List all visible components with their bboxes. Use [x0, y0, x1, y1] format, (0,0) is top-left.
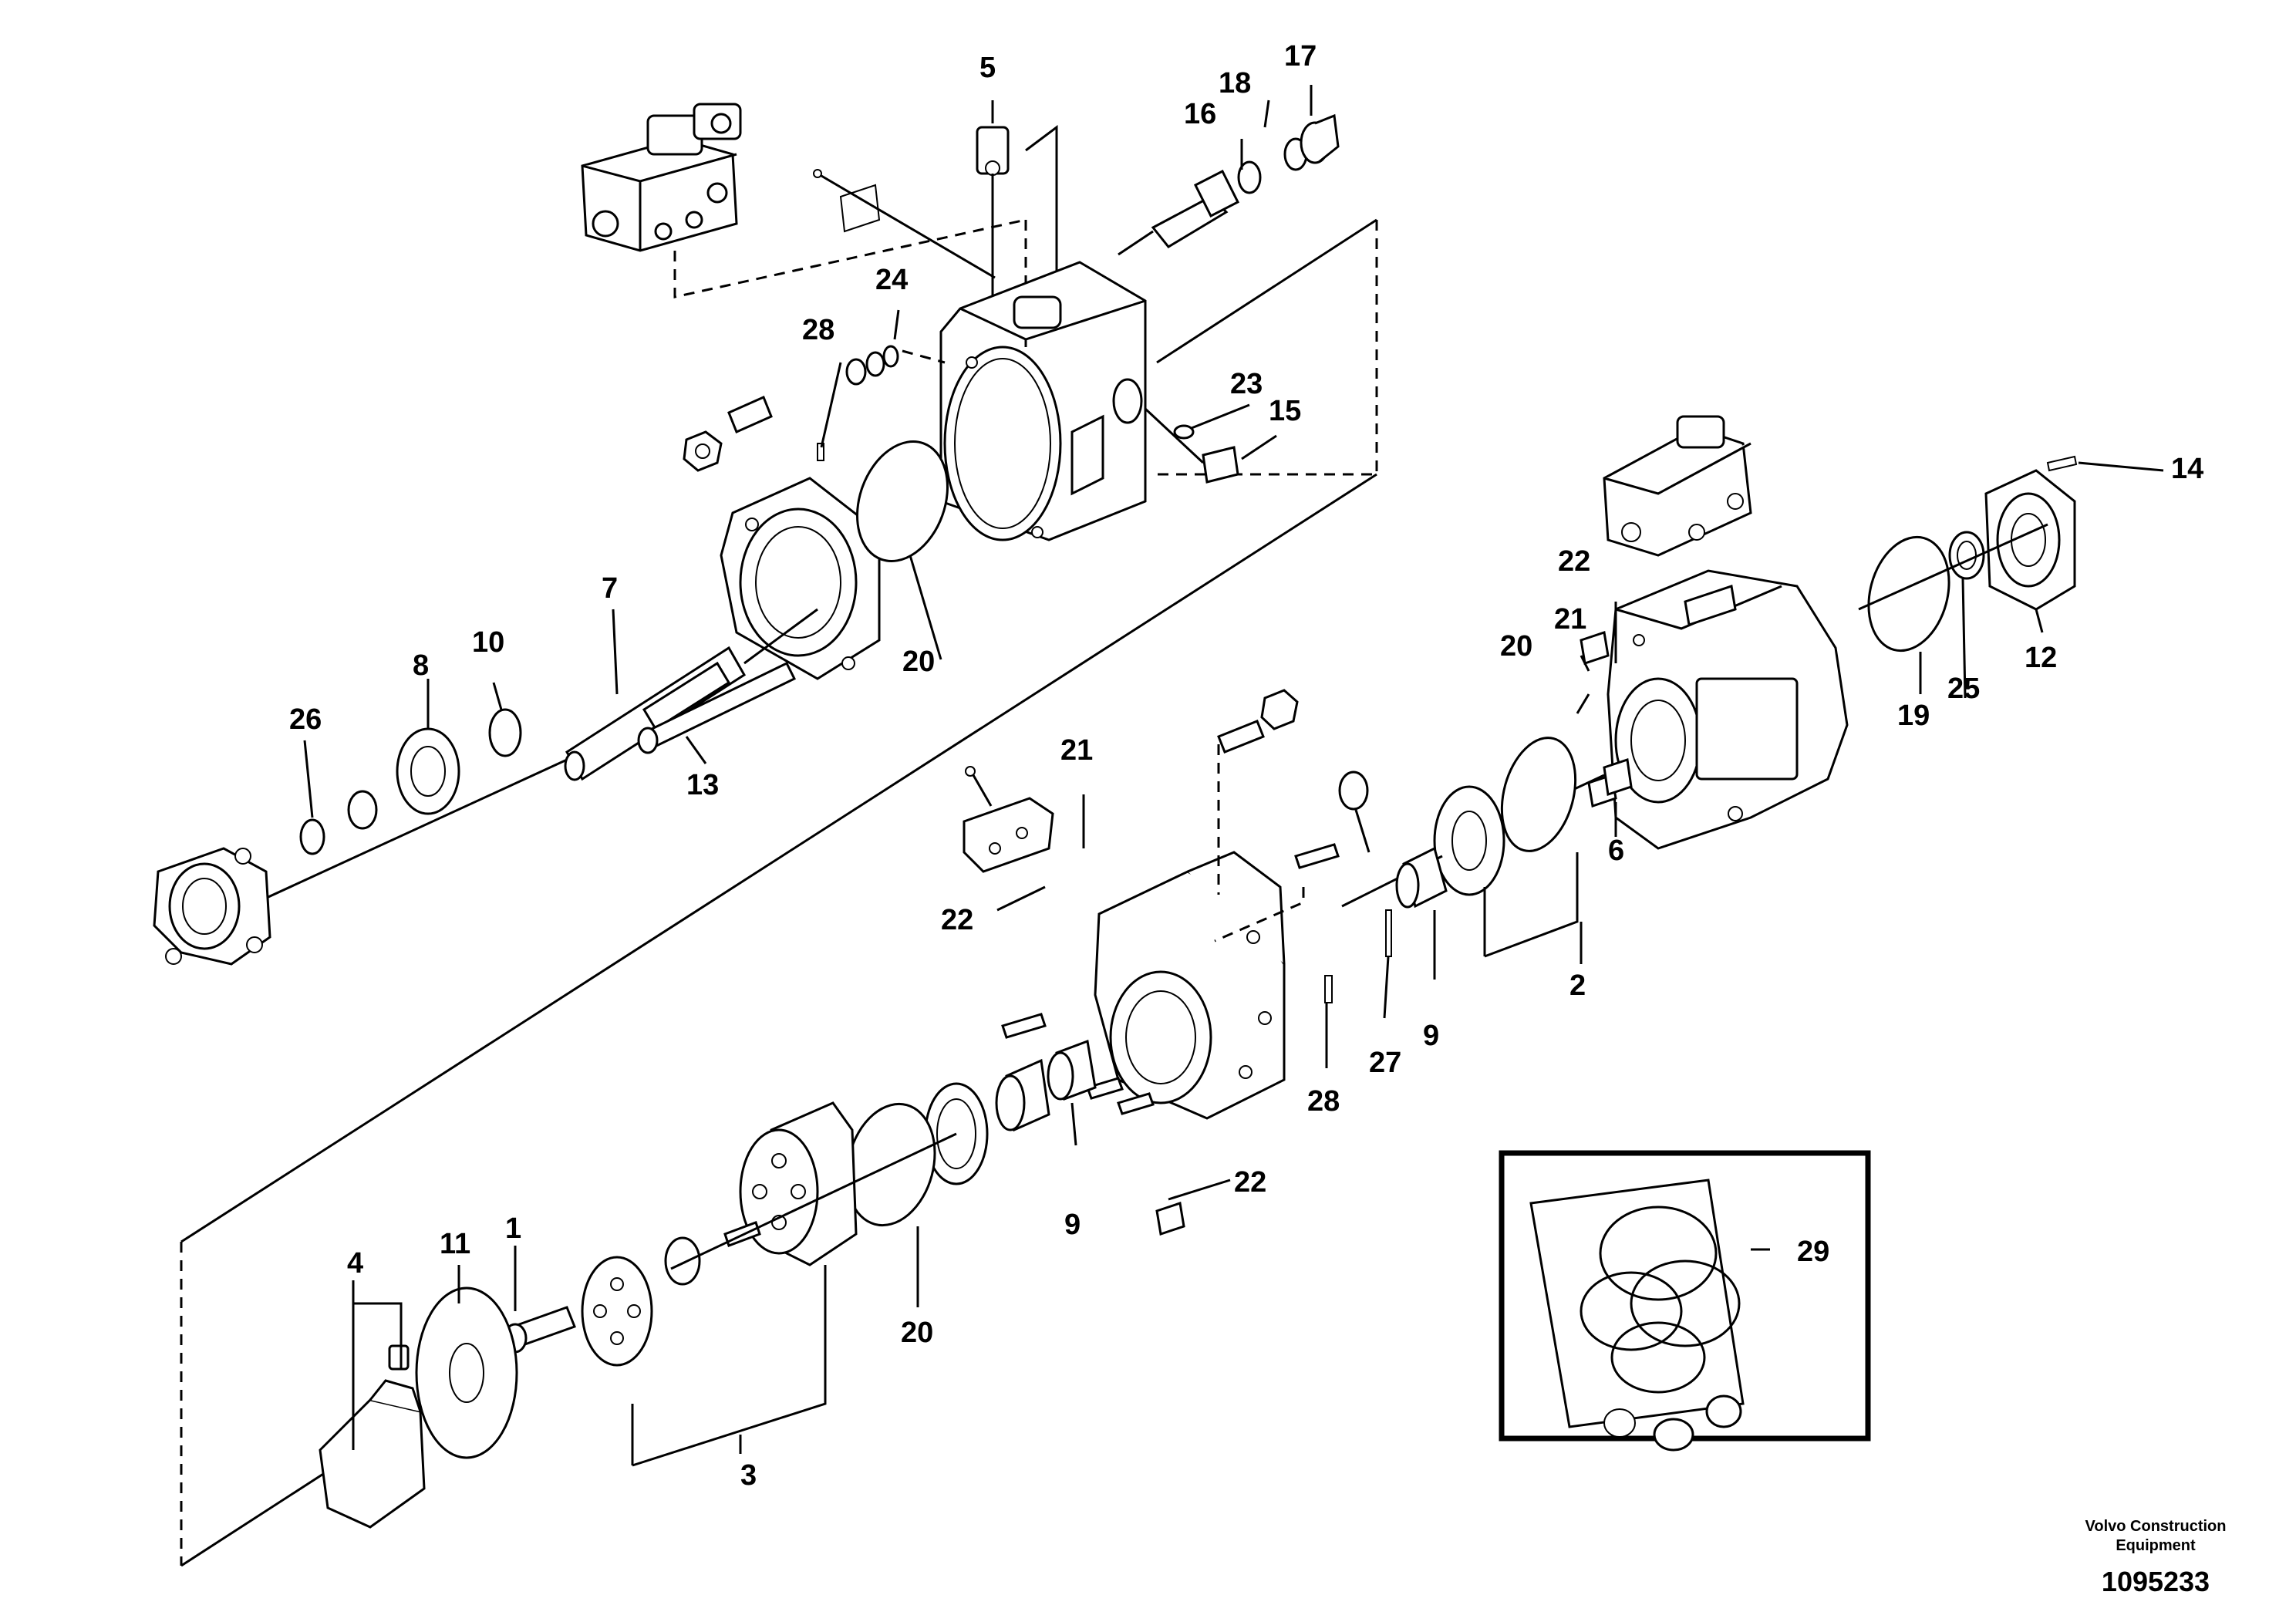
part-11-swash-plate [415, 1286, 518, 1459]
callout-14: 14 [2171, 453, 2203, 485]
part-20-gasket-right [1500, 737, 1577, 852]
callout-7: 7 [602, 572, 618, 605]
part-23-oring [1173, 424, 1195, 440]
callout-17: 17 [1284, 40, 1317, 73]
leader-lines [303, 85, 2164, 1467]
part-14-bolt [1858, 455, 2078, 611]
callout-22b: 22 [941, 904, 973, 936]
part-18-oring [1237, 137, 1308, 194]
regulator-right [1603, 415, 1752, 557]
valve-block-upper [720, 477, 881, 680]
nut-upper [683, 430, 723, 472]
part-13-long-bolt [637, 662, 797, 754]
part-12-cover [1984, 469, 2076, 611]
callout-1: 1 [505, 1212, 521, 1245]
spring-guide [664, 1132, 957, 1286]
plate-small [813, 169, 996, 279]
plug-lower [1155, 1202, 1185, 1236]
shaft-axis-left [231, 758, 568, 916]
callout-26: 26 [289, 703, 322, 736]
callout-19: 19 [1897, 700, 1930, 732]
callout-23: 23 [1230, 368, 1263, 400]
callout-4: 4 [347, 1247, 363, 1280]
part-28-pin-upper [817, 443, 824, 461]
part-10-snap-ring [488, 708, 522, 757]
part-8-bearing [396, 727, 460, 815]
callout-27: 27 [1369, 1047, 1401, 1079]
callout-6: 6 [1608, 835, 1624, 867]
callout-29: 29 [1797, 1236, 1829, 1268]
part-27-pin [1385, 909, 1392, 957]
callout-3: 3 [740, 1459, 757, 1492]
pump-assembly-right [1580, 569, 1849, 850]
retainer-plate [581, 1256, 653, 1367]
sleeve-lower [1047, 1039, 1097, 1101]
drawing-number: 1095233 [2102, 1566, 2210, 1597]
callout-16: 16 [1184, 98, 1216, 130]
callout-5: 5 [979, 52, 996, 84]
callout-18: 18 [1219, 67, 1251, 99]
part-17-cap [1300, 113, 1340, 164]
seal-kit-inset [1499, 1150, 1871, 1452]
callout-20b: 20 [1500, 630, 1532, 663]
callout-9a: 9 [1064, 1209, 1081, 1241]
part-2-valve-plate [1341, 785, 1505, 908]
callout-12: 12 [2025, 642, 2057, 674]
brand-line-2: Equipment [2116, 1537, 2196, 1554]
stud-lower [1217, 720, 1265, 895]
nut-lower [1260, 689, 1299, 730]
part-20-gasket-upper [856, 440, 949, 562]
brand-line-1: Volvo Construction [2085, 1518, 2227, 1535]
callout-8: 8 [413, 649, 429, 682]
valve-block-lower [1094, 851, 1286, 1120]
callout-28b: 28 [1307, 1085, 1340, 1118]
callout-21b: 21 [1060, 734, 1093, 767]
callout-22c: 22 [1234, 1166, 1266, 1199]
callout-20c: 20 [901, 1317, 933, 1349]
regulator-upper [581, 103, 742, 252]
part-9-needle-bearing-right [1395, 846, 1448, 909]
part-28-pin-lower [1324, 975, 1333, 1003]
footer: Volvo Construction Equipment 1095233 [2085, 1518, 2227, 1597]
pump-housing-upper [939, 261, 1147, 541]
part-26-ring [299, 790, 378, 855]
callout-2: 2 [1569, 969, 1586, 1002]
callout-15: 15 [1269, 395, 1301, 427]
callout-20a: 20 [902, 646, 935, 678]
callout-9b: 9 [1423, 1020, 1439, 1052]
callout-28a: 28 [802, 314, 834, 346]
part-9-needle-bearing-lower [995, 1058, 1050, 1132]
part-19-gasket [1867, 535, 1950, 653]
callout-21a: 21 [1554, 603, 1586, 636]
part-25-oil-seal [1948, 531, 1985, 580]
part-15-plug [1144, 407, 1239, 484]
part-24-plug [845, 345, 946, 386]
bracket-lower [963, 766, 1054, 873]
gear-pump-left [153, 847, 271, 966]
callout-22a: 22 [1558, 545, 1590, 578]
part-4-support [319, 1344, 426, 1529]
assembly-boundary-dashed [180, 218, 1378, 1567]
small-screws-lower [1001, 843, 1340, 1115]
cylinder-block [739, 1101, 858, 1266]
callout-25: 25 [1947, 673, 1980, 705]
callout-13: 13 [686, 769, 719, 801]
stud-upper [727, 395, 773, 434]
callout-labels: 1 2 3 4 5 6 7 8 9 9 10 11 12 13 14 15 16… [289, 40, 2203, 1492]
part-7-drive-shaft [564, 608, 818, 781]
regulator-upper-dashed [673, 218, 1027, 316]
eyebolt [1338, 771, 1371, 853]
part-16-adjust-screw [1118, 169, 1240, 256]
callout-10: 10 [472, 626, 504, 659]
callout-11: 11 [440, 1228, 470, 1260]
callout-24: 24 [875, 264, 908, 296]
